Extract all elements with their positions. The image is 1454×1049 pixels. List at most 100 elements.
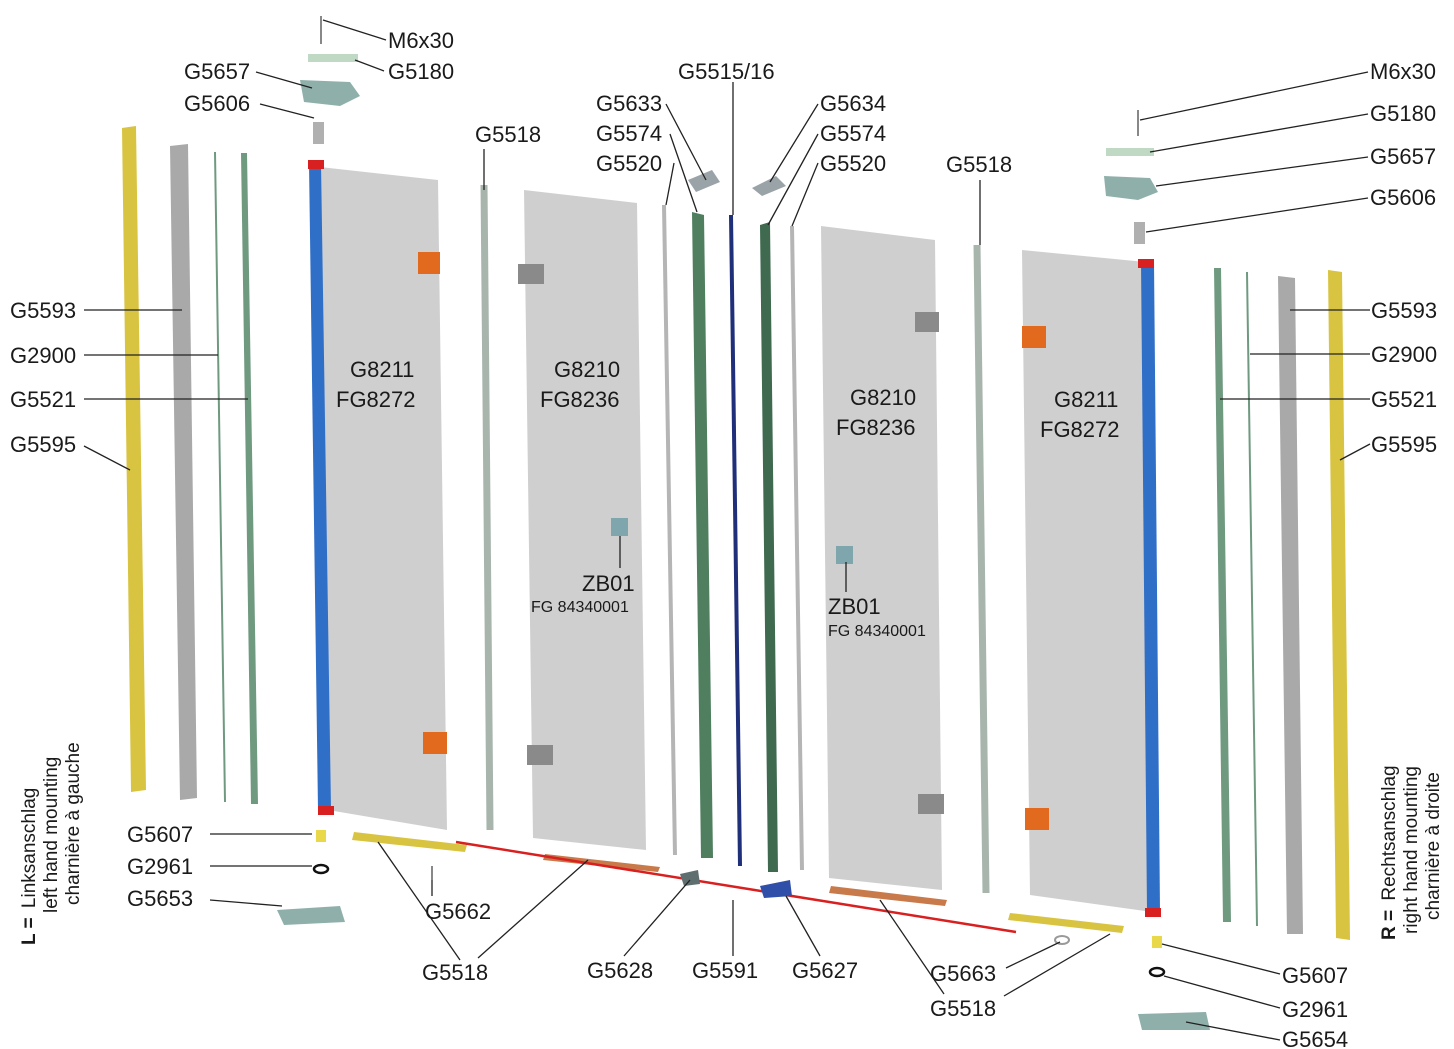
red-cap-top-left — [308, 160, 324, 169]
side-note-right-prefix: R = — [1379, 910, 1400, 940]
profile-g5574-left — [692, 212, 713, 858]
label-g5595-right: G5595 — [1371, 432, 1437, 457]
label-g5657-left: G5657 — [184, 59, 250, 84]
label-g5627: G5627 — [792, 958, 858, 983]
profile-g5518-upright-1 — [480, 184, 494, 831]
label-zb01-left: ZB01 — [582, 571, 635, 596]
profile-g5518-upright-2 — [973, 244, 990, 894]
label-g5593-left: G5593 — [10, 298, 76, 323]
hinge-orange-3 — [1022, 326, 1046, 348]
label-g5518-bottom-2: G5518 — [930, 996, 996, 1021]
label-zb01-right-fg: FG 84340001 — [828, 623, 926, 640]
profile-g5520-right — [790, 225, 804, 871]
hinge-orange-2 — [423, 732, 447, 754]
hinge-grey-1 — [518, 264, 544, 284]
red-cap-bottom-right — [1145, 908, 1161, 917]
side-note-right: R = Rechtsanschlag right hand mounting c… — [1379, 765, 1444, 940]
side-note-left-line1: Linksanschlag — [19, 788, 40, 908]
profile-g5595-left — [122, 126, 146, 792]
panel-1-label-a: G8211 — [350, 357, 414, 382]
label-g5653: G5653 — [127, 886, 193, 911]
label-g5628: G5628 — [587, 958, 653, 983]
label-zb01-left-fg: FG 84340001 — [531, 599, 629, 616]
profile-g2900-right — [1246, 271, 1258, 927]
profile-g5521-right — [1214, 268, 1231, 922]
label-g5607-left: G5607 — [127, 822, 193, 847]
label-g5607-right: G5607 — [1282, 963, 1348, 988]
rail-g5518-bottom-left — [352, 832, 467, 852]
label-g2900-right: G2900 — [1371, 342, 1437, 367]
red-cap-bottom-left — [318, 806, 334, 815]
label-g5593-right: G5593 — [1371, 298, 1437, 323]
svg-text:L = Linksanschlag: L = Linksanschlag — [19, 788, 40, 945]
label-g2961-left: G2961 — [127, 854, 193, 879]
profile-g5515-navy — [729, 214, 742, 867]
block-g5607-left — [316, 830, 326, 842]
label-g5663: G5663 — [930, 961, 996, 986]
plate-g5180-left — [308, 54, 358, 62]
label-g5180-left: G5180 — [388, 59, 454, 84]
glass-panel-3 — [821, 226, 942, 890]
bracket-g5653 — [277, 906, 345, 925]
label-g5574-left: G5574 — [596, 121, 662, 146]
label-g5657-right: G5657 — [1370, 144, 1436, 169]
panel-2-label-a: G8210 — [554, 357, 620, 382]
rail-bottom-panel2 — [543, 854, 660, 872]
label-g5518-top-1: G5518 — [475, 122, 541, 147]
glass-panel-2 — [524, 190, 646, 850]
label-g5654: G5654 — [1282, 1027, 1348, 1049]
label-g5633: G5633 — [596, 91, 662, 116]
leader-lines — [83, 19, 1371, 1041]
clip-g5634 — [752, 176, 786, 196]
zb01-magnet-left — [611, 518, 628, 536]
label-g5518-bottom-1: G5518 — [422, 960, 488, 985]
panel-3-label-b: FG8236 — [836, 415, 916, 440]
label-g5521-right: G5521 — [1371, 387, 1437, 412]
bushing-g5606-right — [1134, 222, 1145, 244]
block-g5607-right — [1152, 936, 1162, 948]
bushing-g5606-left — [313, 122, 324, 144]
panel-1-label-b: FG8272 — [336, 387, 416, 412]
label-m6x30-right: M6x30 — [1370, 59, 1436, 84]
side-note-right-line3: charnière à droite — [1423, 772, 1444, 920]
ring-g2961-right — [1148, 966, 1166, 978]
hinge-orange-4 — [1025, 808, 1049, 830]
label-g5595-left: G5595 — [10, 432, 76, 457]
rail-g5518-bottom-right — [1008, 913, 1124, 933]
side-note-right-line1: Rechtsanschlag — [1379, 765, 1400, 900]
label-g5520-left: G5520 — [596, 151, 662, 176]
label-g5521-left: G5521 — [10, 387, 76, 412]
bracket-g5657-left — [300, 80, 360, 106]
side-note-left: L = Linksanschlag left hand mounting cha… — [19, 742, 84, 945]
label-g5591: G5591 — [692, 958, 758, 983]
label-g5574-right: G5574 — [820, 121, 886, 146]
side-note-left-prefix: L = — [19, 917, 40, 945]
label-g5662: G5662 — [425, 899, 491, 924]
hinge-grey-3 — [915, 312, 939, 332]
panel-2-label-b: FG8236 — [540, 387, 620, 412]
label-zb01-right: ZB01 — [828, 594, 881, 619]
clip-g5627 — [760, 880, 792, 898]
profile-g5520-left — [662, 204, 677, 856]
label-g2900-left: G2900 — [10, 343, 76, 368]
clip-g5633 — [688, 170, 720, 192]
red-cap-top-right — [1138, 259, 1154, 268]
profile-g2900-left — [214, 151, 226, 803]
label-g5180-right: G5180 — [1370, 101, 1436, 126]
hinge-grey-4 — [918, 794, 944, 814]
label-g5606-left: G5606 — [184, 91, 250, 116]
profile-g5593-left — [170, 144, 197, 800]
panel-4-label-b: FG8272 — [1040, 417, 1120, 442]
glass-panel-1 — [320, 167, 447, 830]
blue-profile-left — [309, 163, 331, 810]
hinge-orange-1 — [418, 252, 440, 274]
bracket-g5654 — [1138, 1012, 1210, 1030]
label-g5634: G5634 — [820, 91, 886, 116]
bracket-g5657-right — [1104, 176, 1158, 200]
label-g5520-right: G5520 — [820, 151, 886, 176]
side-note-right-line2: right hand mounting — [1401, 766, 1422, 934]
profile-g5574-right — [760, 222, 778, 872]
profile-g5595-right — [1328, 270, 1350, 940]
panel-3-label-a: G8210 — [850, 385, 916, 410]
